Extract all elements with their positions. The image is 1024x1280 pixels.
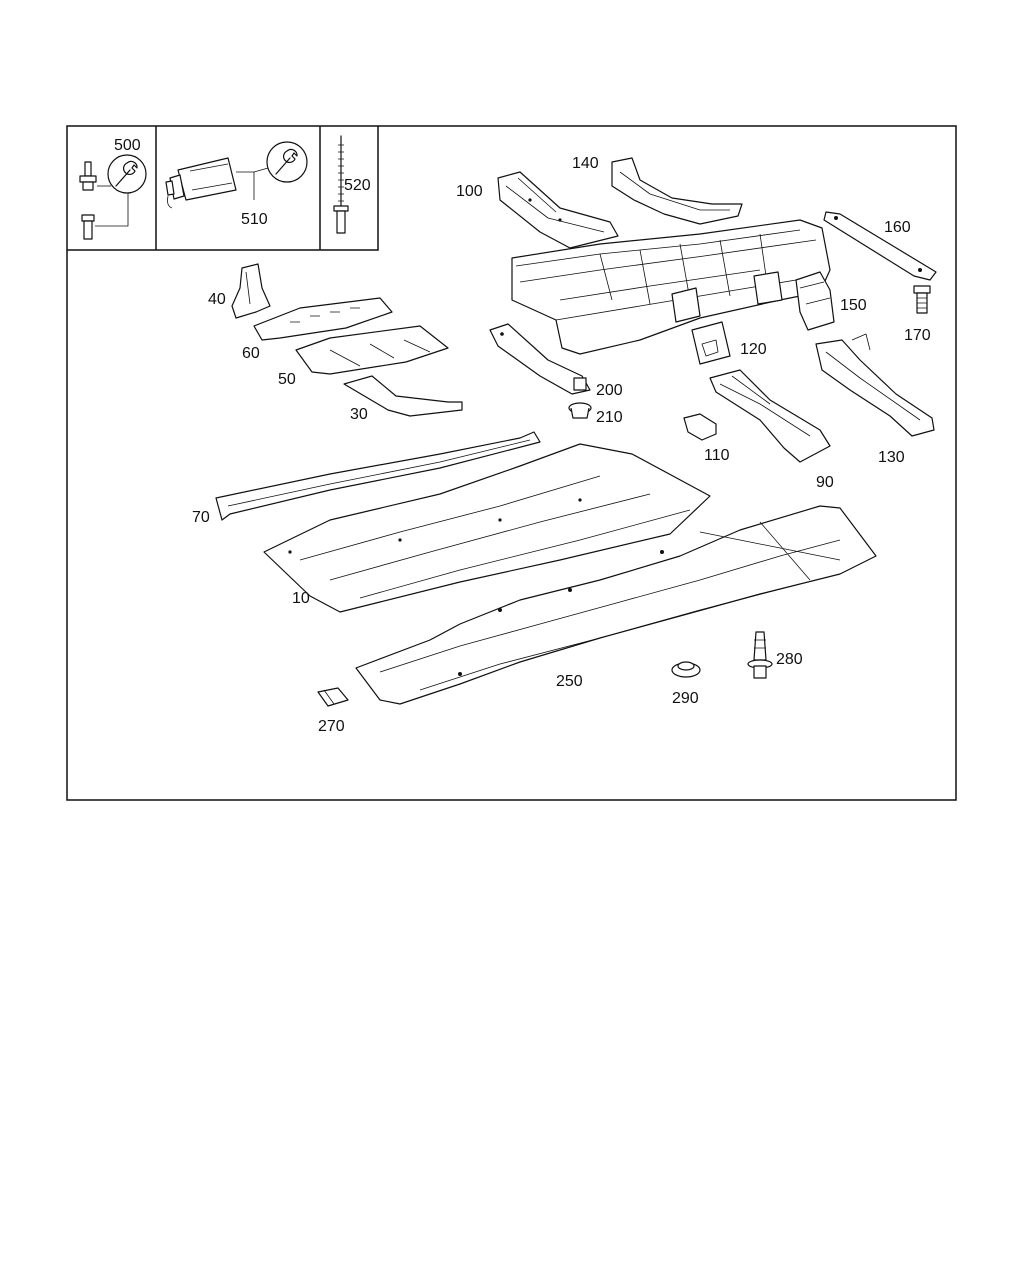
part-210 (568, 402, 592, 419)
leader-510 (236, 171, 255, 200)
part-40 (231, 263, 271, 319)
bolt-icon (79, 161, 97, 240)
label-170: 170 (904, 327, 931, 344)
label-500: 500 (114, 137, 141, 154)
part-90 (709, 369, 831, 463)
part-10 (263, 443, 711, 613)
part-200 (489, 323, 591, 395)
part-30 (343, 375, 463, 417)
label-50: 50 (278, 371, 296, 388)
diagram-frame (66, 125, 957, 801)
label-70: 70 (192, 509, 210, 526)
label-160: 160 (884, 219, 911, 236)
label-90: 90 (816, 474, 834, 491)
label-30: 30 (350, 406, 368, 423)
label-110: 110 (704, 447, 730, 464)
part-110 (683, 413, 717, 441)
label-520: 520 (344, 177, 371, 194)
part-270 (317, 687, 349, 707)
rivet-icon (333, 135, 349, 234)
label-10: 10 (292, 590, 310, 607)
label-150: 150 (840, 297, 867, 314)
leader-510b (253, 167, 269, 173)
part-150 (795, 271, 835, 331)
part-280 (747, 631, 773, 679)
label-200: 200 (596, 382, 623, 399)
part-70 (215, 431, 541, 521)
part-120 (691, 321, 731, 365)
part-140 (611, 157, 743, 225)
label-60: 60 (242, 345, 260, 362)
part-60 (253, 297, 393, 341)
label-290: 290 (672, 690, 699, 707)
part-50 (295, 325, 449, 375)
label-120: 120 (740, 341, 767, 358)
part-250 (355, 505, 877, 705)
label-210: 210 (596, 409, 623, 426)
part-170 (913, 285, 931, 314)
label-130: 130 (878, 449, 905, 466)
leader-500b (95, 193, 129, 227)
label-140: 140 (572, 155, 599, 172)
adhesive-tube-icon (165, 157, 237, 209)
label-100: 100 (456, 183, 483, 200)
part-160 (823, 211, 937, 281)
wrench-icon (107, 154, 147, 194)
part-100 (497, 171, 619, 249)
label-270: 270 (318, 718, 345, 735)
crossmember-assembly (511, 219, 831, 355)
part-130 (815, 333, 935, 437)
wrench-icon (266, 141, 308, 183)
accessory-box-outline (67, 126, 379, 251)
label-40: 40 (208, 291, 226, 308)
label-280: 280 (776, 651, 803, 668)
label-510: 510 (241, 211, 268, 228)
label-250: 250 (556, 673, 583, 690)
part-290 (671, 661, 701, 678)
